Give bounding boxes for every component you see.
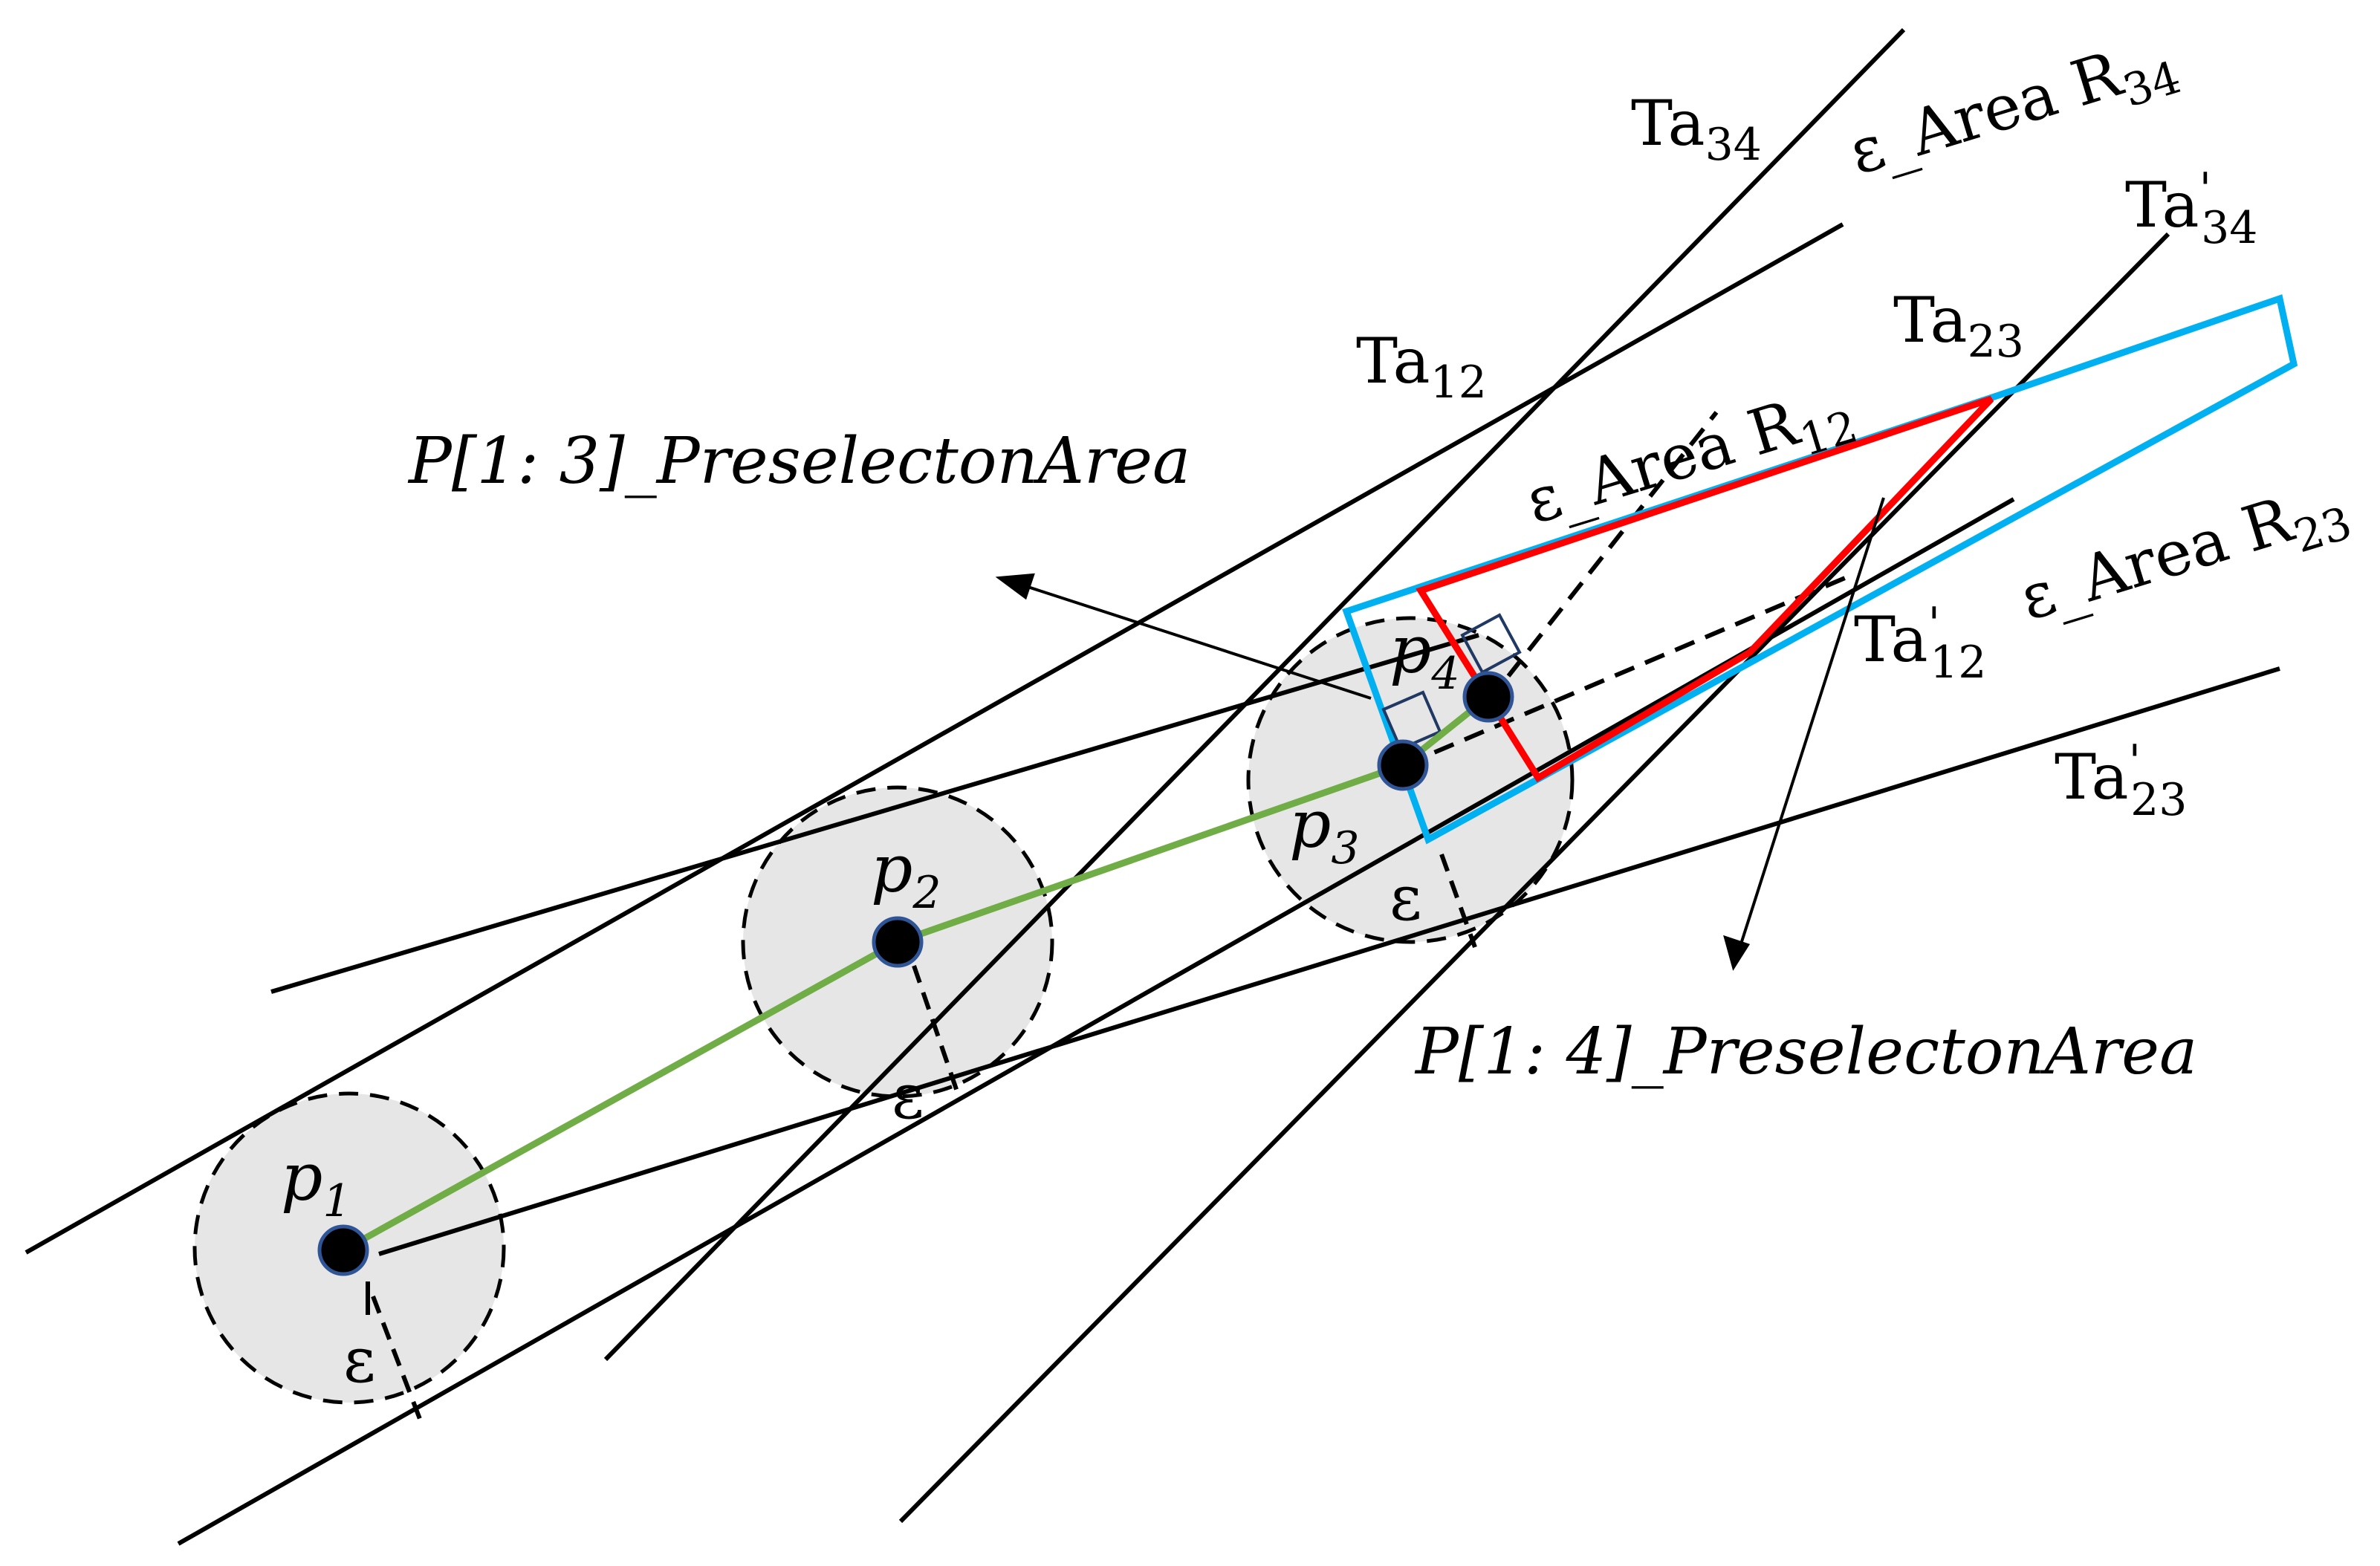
label-p3: p3 [1289,786,1360,874]
label-ta23: Ta23 [1893,284,2024,368]
label-ta34: Ta34 [1631,87,1762,171]
tangent-line-ta12 [25,222,1844,1255]
point-p4 [1462,671,1514,723]
trajectory-path [341,694,1491,1253]
label-area-r12: ε_Area R12 [1517,370,1864,548]
epsilon-radius-lines [366,411,1852,1420]
label-p13-preselection-area: P[1: 3]_PreselectonArea [407,424,1190,498]
epsilon-label-p1: ε [343,1324,376,1397]
epsilon-label-p2: ε [892,1060,924,1133]
epsilon-ray-p3 [1403,574,1852,767]
trajectory-points [317,671,1514,1276]
label-ta12: Ta12 [1356,325,1487,409]
arrow-head-p13 [995,573,1035,600]
arrow-head-p14 [1723,935,1751,971]
label-p2: p2 [871,831,941,919]
epsilon-radius-p2 [912,965,961,1096]
tangent-lines [25,27,2280,1546]
point-p1 [317,1224,369,1276]
arrow-shaft-p13 [1016,582,1372,700]
epsilon-radius-p3 [1439,853,1477,949]
label-p14-preselection-area: P[1: 4]_PreselectonArea [1414,1015,2197,1089]
tangent-line-ta34 [603,27,1906,1362]
label-p1: p1 [281,1139,351,1227]
epsilon-label-p3: ε [1390,862,1422,935]
label-ta12-prime: Ta'12 [1854,598,1986,689]
tangent-line-ta34-prime [898,232,2170,1524]
label-ta23-prime: Ta'23 [2055,735,2187,826]
epsilon-ray-p4 [1506,411,1719,678]
tangent-line-ta23 [270,633,1479,994]
annotation-arrows [995,497,1885,971]
point-p3 [1377,739,1429,791]
epsilon-circles [192,616,1575,1405]
right-angle-marker-p4 [1460,613,1522,675]
label-p4: p4 [1390,611,1460,700]
point-p2 [872,916,924,968]
epsilon-radius-p1 [371,1295,422,1420]
tangent-line-ta23-prime [378,666,2280,1256]
arrow-shaft-p14 [1737,497,1885,952]
label-ta34-prime: Ta'34 [2125,163,2257,254]
tangent-line-ta12-prime [177,497,2015,1546]
